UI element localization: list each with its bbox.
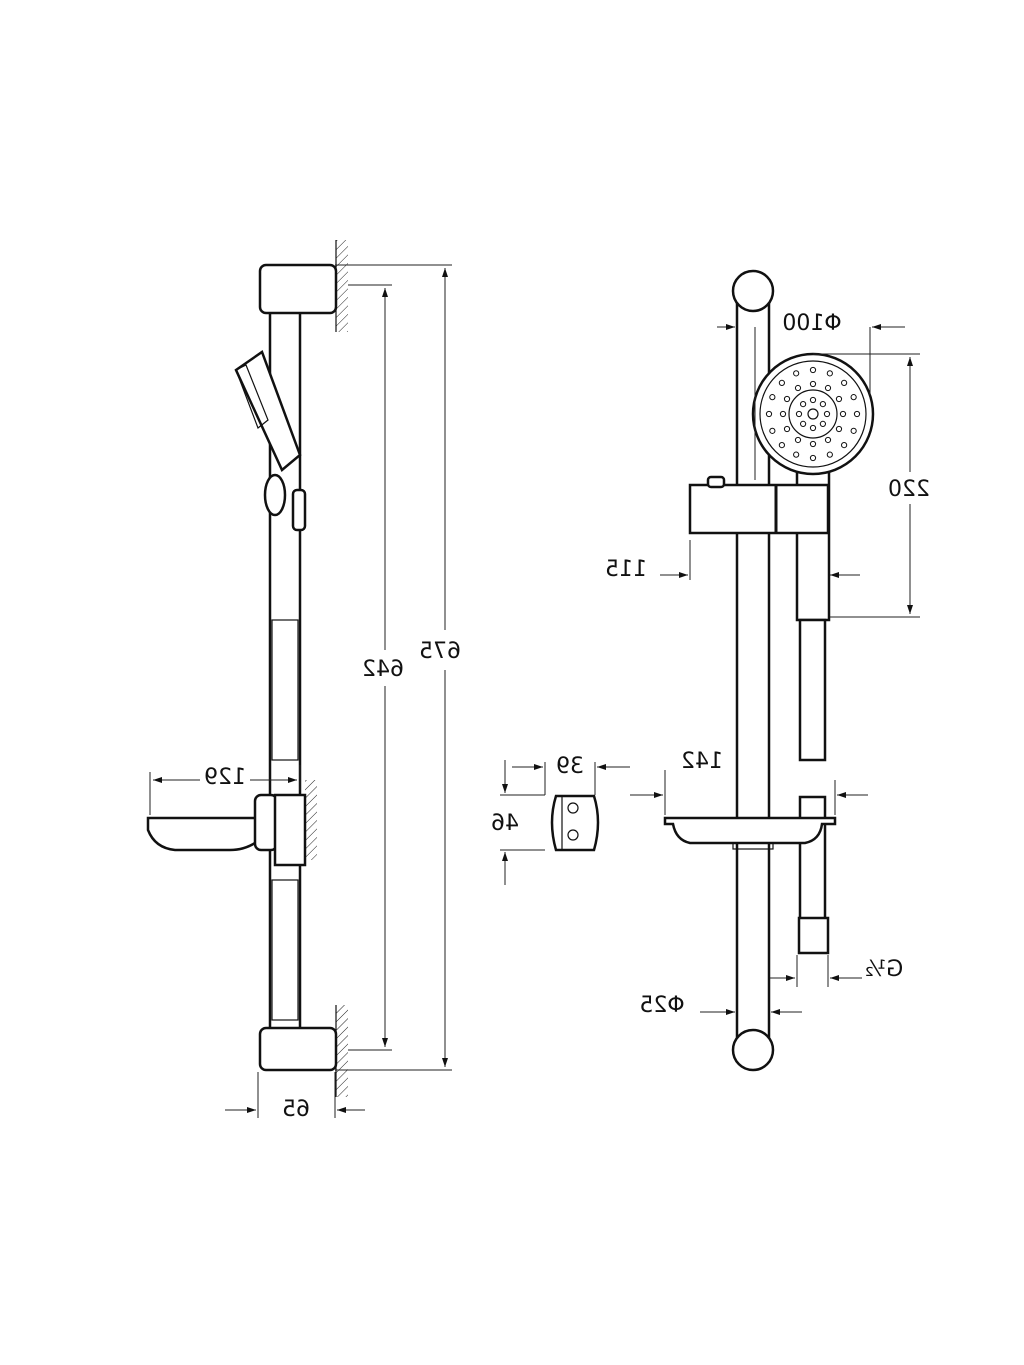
- hose: [797, 618, 830, 955]
- nozzle-dot: [819, 420, 826, 427]
- nozzle-dot: [839, 410, 847, 418]
- nozzle-dot: [835, 425, 843, 433]
- dim-rail-diameter: Φ25: [639, 993, 684, 1018]
- front-view: Φ100 220 115 142 39 46 G½ Φ25: [491, 269, 932, 1072]
- wall-hatch-middle: [305, 780, 317, 860]
- nozzle-dot: [809, 424, 817, 432]
- nozzle-dot: [795, 410, 803, 418]
- nozzle-dot: [778, 442, 785, 449]
- nozzle-dot: [809, 380, 817, 388]
- spray-nozzles: [765, 366, 861, 462]
- bottom-end-cap: [731, 1028, 775, 1072]
- dim-clip-height: 46: [491, 811, 519, 836]
- nozzle-dot: [794, 436, 802, 444]
- dim-clip-width: 39: [556, 754, 584, 779]
- nozzle-dot: [794, 384, 802, 392]
- handshower-side: [234, 350, 307, 532]
- wall-clip: [550, 794, 600, 852]
- soap-dish-side: [146, 793, 307, 867]
- nozzle-dot: [819, 401, 826, 408]
- nozzle-dot: [809, 396, 817, 404]
- nozzle-dot: [824, 384, 832, 392]
- nozzle-dot: [765, 410, 773, 418]
- dim-handshower-length: 220: [888, 477, 930, 502]
- dim-soap-dish-projection: 129: [204, 765, 246, 790]
- dim-holder-offset: 115: [605, 557, 647, 582]
- nozzle-dot: [783, 425, 791, 433]
- dim-head-diameter: Φ100: [782, 311, 841, 336]
- dim-overall-height: 675: [419, 639, 461, 664]
- side-view: 675 642 129 65: [146, 240, 461, 1122]
- wall-hatch-top: [336, 240, 348, 332]
- nozzle-dot: [800, 420, 807, 427]
- top-end-cap: [731, 269, 775, 313]
- slide-holder: [688, 475, 830, 535]
- nozzle-dot: [800, 401, 807, 408]
- dim-wall-projection: 65: [282, 1097, 310, 1122]
- top-bracket-side: [258, 263, 338, 315]
- nozzle-dot: [826, 370, 833, 377]
- nozzle-dot: [841, 379, 848, 386]
- nozzle-dot: [850, 427, 857, 434]
- dim-soap-dish-width: 142: [681, 749, 723, 774]
- dim-bracket-spacing: 642: [362, 657, 404, 682]
- soap-dish-front: [663, 816, 837, 850]
- nozzle-dot: [809, 366, 817, 374]
- nozzle-dot: [769, 427, 776, 434]
- nozzle-dot: [850, 394, 857, 401]
- nozzle-dot: [809, 454, 817, 462]
- nozzle-dot: [778, 379, 785, 386]
- nozzle-dot: [841, 442, 848, 449]
- nozzle-dot: [835, 395, 843, 403]
- nozzle-dot: [853, 410, 861, 418]
- nozzle-dot: [783, 395, 791, 403]
- nozzle-dot: [793, 370, 800, 377]
- nozzle-dot: [809, 440, 817, 448]
- nozzle-dot: [779, 410, 787, 418]
- nozzle-dot: [823, 410, 831, 418]
- nozzle-dot: [824, 436, 832, 444]
- wall-hatch-bottom: [336, 1005, 348, 1097]
- nozzle-dot: [769, 394, 776, 401]
- bottom-bracket-side: [258, 1026, 338, 1072]
- dim-hose-connection: G½: [865, 957, 903, 982]
- rail-insert: [271, 619, 299, 761]
- nozzle-dot: [793, 451, 800, 458]
- nozzle-dot: [826, 451, 833, 458]
